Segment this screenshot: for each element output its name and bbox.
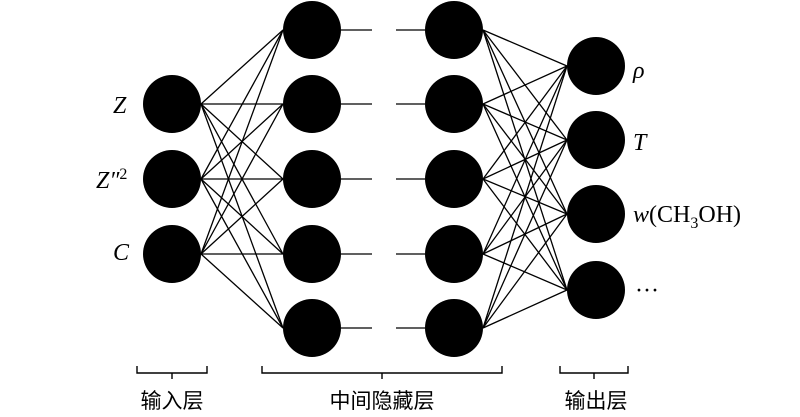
output-label-ellipsis: ··· (635, 278, 659, 304)
exponent-2: 2 (119, 166, 127, 183)
edge-input-2-hidden1-1 (200, 103, 284, 255)
neuron-output-0 (567, 37, 625, 95)
neuron-hidden2-1 (425, 75, 483, 133)
neuron-hidden2-4 (425, 299, 483, 357)
neurons (143, 1, 625, 357)
hidden-layer-brace (261, 366, 503, 379)
neuron-input-0 (143, 75, 201, 133)
output-label-rho: ρ (632, 58, 645, 84)
neuron-hidden1-0 (283, 1, 341, 59)
input-label-c: C (113, 240, 130, 266)
input-label-z-double-prime-squared: Z″2 (96, 166, 127, 194)
output-label-t: T (633, 130, 648, 156)
output-layer-caption: 输出层 (565, 389, 628, 413)
neuron-hidden2-0 (425, 1, 483, 59)
output-label-methanol-fraction: w(CH3OH) (633, 202, 741, 232)
edge-input-2-hidden1-4 (200, 253, 284, 329)
subscript-3: 3 (690, 215, 698, 232)
edge-input-2-hidden1-0 (200, 29, 284, 255)
edge-hidden2-0-output-0 (482, 29, 568, 67)
edge-hidden2-1-output-0 (482, 65, 568, 105)
connections (200, 29, 568, 329)
input-layer-brace (136, 366, 208, 379)
neuron-hidden1-1 (283, 75, 341, 133)
oh-text: OH) (698, 202, 741, 228)
neuron-hidden1-4 (283, 299, 341, 357)
neuron-input-1 (143, 150, 201, 208)
ch-text: (CH (649, 202, 690, 228)
neuron-output-2 (567, 185, 625, 243)
edge-input-1-hidden1-0 (200, 29, 284, 180)
hidden-layer-caption: 中间隐藏层 (330, 389, 435, 413)
neuron-output-1 (567, 111, 625, 169)
edge-hidden2-4-output-1 (482, 139, 568, 329)
neuron-output-3 (567, 261, 625, 319)
input-layer-caption: 输入层 (141, 389, 204, 413)
hidden-layer-gap-stubs (341, 29, 425, 329)
input-label-z: Z (113, 93, 127, 119)
edge-hidden2-4-output-0 (482, 65, 568, 329)
edge-input-2-hidden1-2 (200, 178, 284, 255)
edge-hidden2-4-output-3 (482, 289, 568, 329)
edge-hidden2-2-output-0 (482, 65, 568, 180)
neuron-hidden1-2 (283, 150, 341, 208)
z-double-prime: Z″ (96, 168, 120, 194)
edge-hidden2-3-output-0 (482, 65, 568, 255)
neuron-hidden1-3 (283, 225, 341, 283)
edge-hidden2-4-output-2 (482, 213, 568, 329)
edge-input-0-hidden1-0 (200, 29, 284, 105)
neuron-input-2 (143, 225, 201, 283)
w-symbol: w (633, 202, 649, 228)
neuron-hidden2-3 (425, 225, 483, 283)
output-layer-brace (559, 366, 629, 379)
neuron-hidden2-2 (425, 150, 483, 208)
